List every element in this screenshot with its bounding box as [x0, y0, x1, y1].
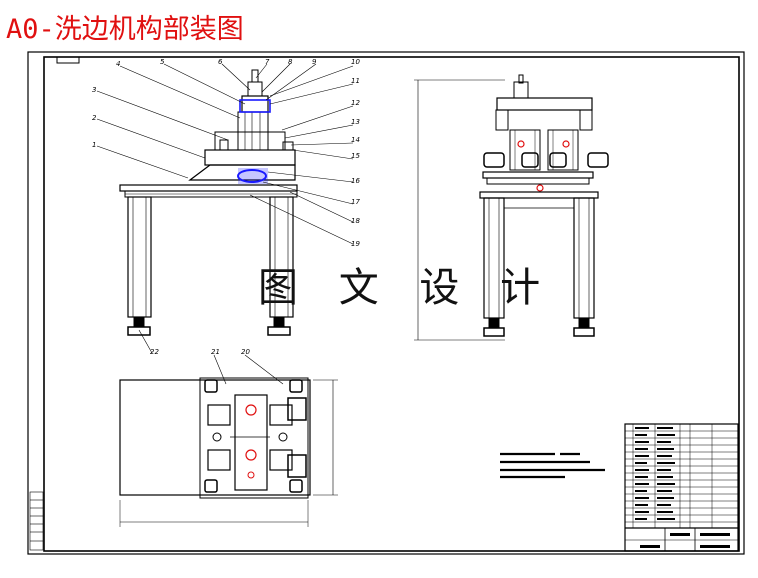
callout-2: 2 [92, 114, 97, 122]
leader-lines [96, 63, 354, 385]
callout-15: 15 [351, 152, 360, 160]
callout-4: 4 [116, 60, 120, 68]
callout-1: 1 [92, 141, 96, 149]
callout-8: 8 [288, 58, 293, 66]
top-view [119, 377, 338, 527]
technical-notes [500, 452, 605, 479]
drawing-number-box [56, 56, 80, 64]
callout-11: 11 [351, 77, 360, 85]
title-block [624, 423, 739, 552]
callout-19: 19 [351, 240, 360, 248]
callout-12: 12 [351, 99, 360, 107]
callout-21: 21 [211, 348, 220, 356]
callout-6: 6 [218, 58, 223, 66]
callout-5: 5 [160, 58, 165, 66]
callout-17: 17 [351, 198, 360, 206]
callout-16: 16 [351, 177, 360, 185]
callout-7: 7 [265, 58, 270, 66]
callout-10: 10 [351, 58, 360, 66]
side-view [414, 74, 609, 341]
callout-13: 13 [351, 118, 360, 126]
callout-20: 20 [241, 348, 250, 356]
callout-22: 22 [150, 348, 159, 356]
left-margin-table [29, 491, 44, 551]
callout-9: 9 [312, 58, 317, 66]
watermark-text: 图 文 设 计 [258, 265, 555, 311]
inner-border [43, 56, 740, 552]
outer-border [27, 51, 745, 555]
front-view [119, 69, 298, 336]
callout-14: 14 [351, 136, 360, 144]
callout-3: 3 [92, 86, 96, 94]
drawing-title: A0-洗边机构部装图 [6, 14, 244, 45]
callout-labels: 1 2 3 4 5 6 7 8 9 10 11 12 13 14 15 16 1… [92, 58, 360, 356]
callout-18: 18 [351, 217, 360, 225]
